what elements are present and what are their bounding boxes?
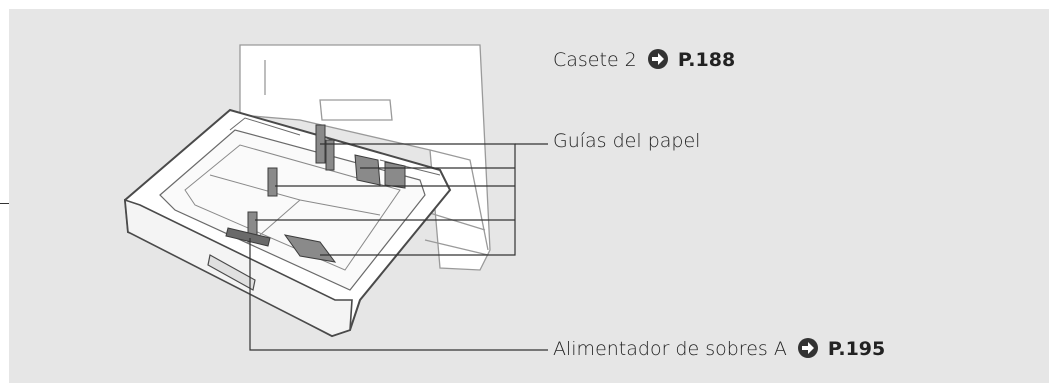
guide-leader-lines (255, 143, 548, 256)
callout-cassette-2: Casete 2 P.188 (553, 48, 735, 71)
paper-guide-rear-right (325, 139, 335, 171)
paper-guide-left (267, 167, 278, 197)
envelope-feeder-marker (225, 227, 271, 247)
cassette-page-ref[interactable]: P.188 (677, 49, 736, 71)
right-arrow-circle-icon (797, 338, 818, 358)
envelope-feeder-label: Alimentador de sobres A (553, 338, 787, 360)
edge-tick-mark (0, 203, 9, 204)
cassette-label: Casete 2 (553, 49, 637, 71)
paper-guides-label: Guías del papel (553, 130, 701, 152)
callout-paper-guides: Guías del papel (553, 130, 700, 152)
paper-guide-right (354, 154, 381, 186)
right-arrow-circle-icon (647, 49, 668, 69)
printer-body (239, 44, 491, 271)
envelope-feeder-page-ref[interactable]: P.195 (827, 338, 886, 360)
callout-envelope-feeder: Alimentador de sobres A P.195 (553, 337, 885, 360)
feeder-leader-line (249, 238, 548, 351)
